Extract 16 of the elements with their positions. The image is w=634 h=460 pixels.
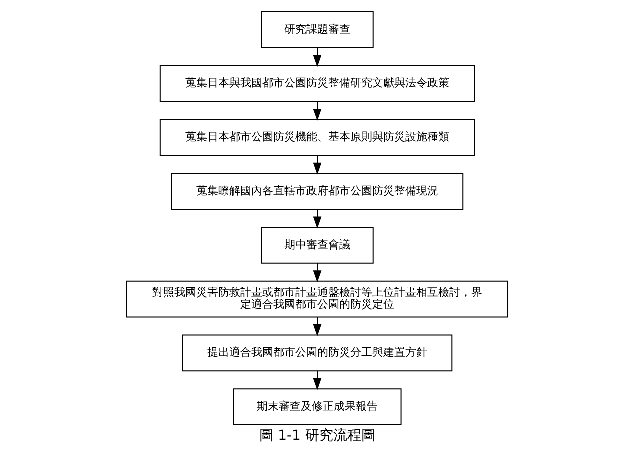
caption: 圖 1-1 研究流程圖 <box>259 428 375 444</box>
arrow <box>312 209 322 229</box>
node-box: 期中審查會議 <box>260 227 374 264</box>
arrow <box>312 370 322 390</box>
node-box: 研究課題審查 <box>260 12 374 48</box>
node-box: 提出適合我國都市公園的防災分工與建置方針 <box>182 334 452 372</box>
node-box: 期末審查及修正成果報告 <box>232 388 402 426</box>
arrow <box>312 101 322 122</box>
node-box: 蒐集日本與我國都市公園防災整備研究文獻與法令政策 <box>159 65 475 102</box>
arrow <box>312 262 322 283</box>
arrow <box>312 155 322 175</box>
node-box: 對照我國災害防救計畫或都市計畫通盤檢討等上位計畫相互檢討，界定適合我國都市公園的防災定位 <box>126 280 508 318</box>
node-box: 蒐集瞭解國內各直轄市政府都市公園防災整備現況 <box>170 173 464 210</box>
node-box: 蒐集日本都市公園防災機能、基本原則與防災設施種類 <box>159 119 475 156</box>
arrow <box>312 48 322 68</box>
arrow <box>312 316 322 336</box>
